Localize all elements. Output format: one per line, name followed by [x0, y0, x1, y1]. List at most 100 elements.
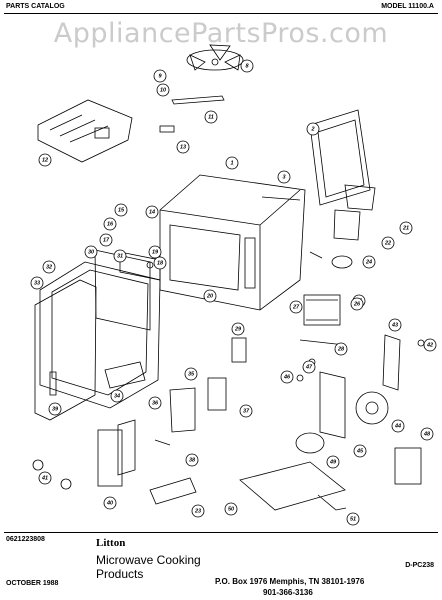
control-board [37, 99, 133, 163]
fan-motor-44 [355, 391, 389, 425]
rail [261, 196, 301, 201]
callout-number: 18 [157, 261, 164, 267]
callout-bubble [277, 170, 291, 184]
callout-49: 49 [326, 455, 340, 469]
callout-bubble [423, 338, 437, 352]
callout-47: 47 [302, 360, 316, 374]
switch-36 [117, 419, 136, 476]
callout-number: 26 [353, 302, 361, 308]
callout-21: 21 [399, 221, 413, 235]
panel-37 [207, 377, 227, 411]
callout-bubble [99, 233, 113, 247]
callout-number: 15 [118, 208, 125, 214]
callout-26: 26 [350, 297, 364, 311]
callout-40: 40 [103, 496, 117, 510]
callout-14: 14 [145, 205, 159, 219]
callout-bubble [103, 496, 117, 510]
callout-number: 31 [117, 254, 123, 260]
callout-bubble [326, 455, 340, 469]
callout-bubble [185, 453, 199, 467]
callout-bubble [203, 289, 217, 303]
callout-44: 44 [391, 419, 405, 433]
callout-bubble [289, 300, 303, 314]
phone-number: 901-366-3136 [263, 588, 313, 597]
callout-48: 48 [420, 427, 434, 441]
cover-23 [149, 477, 197, 505]
callout-number: 50 [228, 507, 234, 513]
callout-bubble [381, 236, 395, 250]
callout-32: 32 [42, 260, 56, 274]
callout-number: 49 [329, 460, 337, 466]
interlock-35 [169, 387, 196, 433]
callout-11: 11 [204, 110, 218, 124]
fuse-bracket [344, 184, 376, 211]
callout-number: 13 [180, 145, 186, 151]
callout-bubble [353, 444, 367, 458]
division-line1: Microwave Cooking [96, 553, 201, 567]
callout-36: 36 [148, 396, 162, 410]
transformer [303, 294, 341, 326]
callout-number: 3 [282, 175, 285, 181]
callout-bubble [334, 342, 348, 356]
callout-50: 50 [224, 502, 238, 516]
callout-number: 47 [305, 365, 313, 371]
callout-bubble [239, 404, 253, 418]
callout-bubble [280, 370, 294, 384]
clip-46 [296, 374, 304, 382]
callout-bubble [113, 249, 127, 263]
callout-number: 42 [426, 343, 433, 349]
callout-number: 28 [337, 347, 345, 353]
callout-bubble [191, 504, 205, 518]
callout-bubble [240, 59, 254, 73]
callout-number: 14 [149, 210, 155, 216]
door-glass [119, 251, 161, 281]
door-assembly [34, 249, 161, 421]
callout-number: 23 [194, 509, 201, 515]
callout-number: 33 [34, 281, 40, 287]
callout-number: 24 [365, 260, 372, 266]
power-cord [317, 494, 347, 511]
callout-19: 19 [148, 245, 162, 259]
callout-bubble [204, 110, 218, 124]
callout-39: 39 [48, 402, 62, 416]
callout-number: 32 [46, 265, 52, 271]
callout-bubble [153, 256, 167, 270]
callout-16: 16 [103, 217, 117, 231]
callout-bubble [224, 502, 238, 516]
connector [309, 251, 323, 259]
callout-bubble [84, 245, 98, 259]
switch-29 [231, 337, 247, 363]
callout-10: 10 [156, 83, 170, 97]
brand-name: Litton [96, 537, 126, 549]
callout-bubble [148, 245, 162, 259]
callout-31: 31 [113, 249, 127, 263]
callout-bubble [306, 122, 320, 136]
callout-bubble [346, 512, 360, 526]
callout-bubble [110, 389, 124, 403]
small-clip [159, 125, 175, 133]
callout-number: 44 [394, 424, 401, 430]
latch-39 [49, 371, 57, 396]
callout-35: 35 [184, 367, 198, 381]
fan-blade [186, 44, 244, 71]
callout-number: 39 [52, 407, 59, 413]
screw-42 [417, 339, 425, 347]
callout-bubble [350, 297, 364, 311]
part-38 [154, 439, 171, 446]
callout-51: 51 [346, 512, 360, 526]
footer-rule [4, 532, 438, 533]
callout-bubble [176, 140, 190, 154]
callout-28: 28 [334, 342, 348, 356]
header-rule [4, 13, 438, 14]
part-19 [146, 261, 154, 269]
motor-48 [394, 447, 422, 485]
callout-number: 45 [356, 449, 364, 455]
callout-number: 8 [245, 64, 249, 70]
callout-number: 30 [88, 250, 94, 256]
callout-bubble [388, 318, 402, 332]
bracket-43 [382, 334, 401, 391]
foot [60, 478, 72, 490]
postal-address: P.O. Box 1976 Memphis, TN 38101-1976 [215, 577, 365, 586]
callout-45: 45 [353, 444, 367, 458]
callout-number: 22 [384, 241, 391, 247]
